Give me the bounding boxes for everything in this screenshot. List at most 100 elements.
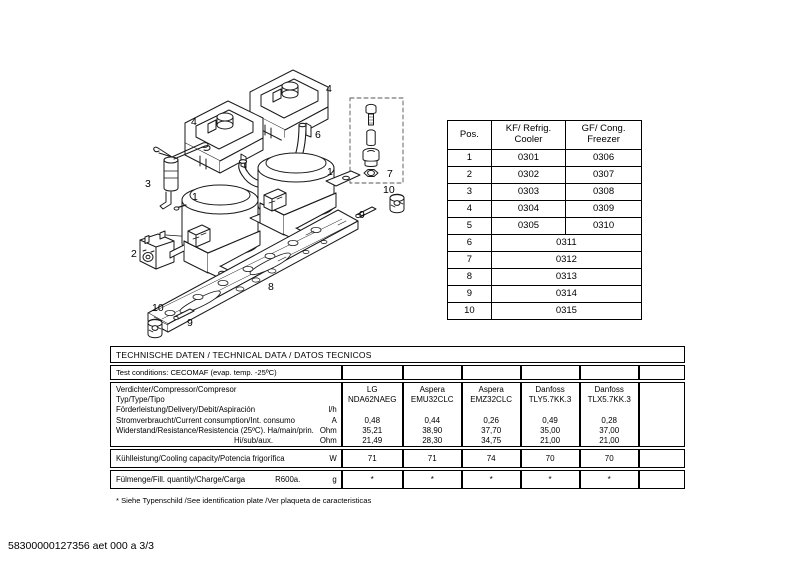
parts-gf-cell: 0307 — [565, 166, 642, 184]
callout-4-upper: 4 — [326, 83, 332, 95]
value-delivery — [522, 405, 579, 415]
spec-line-text: Verdichter/Compressor/Compresor — [116, 385, 237, 394]
spec-line-unit: l/h — [328, 405, 337, 415]
value-resistance-aux: 21,00 — [540, 436, 561, 446]
cooling-capacity-label: Kühlleistung/Cooling capacity/Potencia f… — [110, 449, 342, 469]
compressor-front — [169, 184, 285, 280]
test-conditions: Test conditions: CECOMAF (evap. temp. -2… — [110, 365, 342, 380]
compressor-cover-lower — [184, 100, 264, 174]
parts-pos-cell: 8 — [447, 268, 492, 286]
parts-merged-cell: 0315 — [490, 302, 643, 320]
callout-10-lower: 10 — [152, 302, 164, 314]
cond-blank-2 — [402, 365, 462, 380]
spec-line-unit — [331, 395, 337, 405]
fill-quantity-value: * — [461, 470, 521, 490]
spec-line-text: Typ/Type/Tipo — [116, 395, 165, 405]
spec-line-text: Förderleistung/Delivery/Debit/Aspiración — [116, 405, 256, 415]
callout-1-front: 1 — [192, 191, 198, 203]
cooling-capacity-value: 71 — [341, 449, 403, 469]
fastener-detail-group — [349, 97, 404, 184]
tech-conditions-row: Test conditions: CECOMAF (evap. temp. -2… — [110, 365, 685, 380]
fill-quantity-value: * — [579, 470, 639, 490]
compressor-column — [638, 382, 685, 448]
fill-quantity-row: Fülmenge/Fill. quantily/Charge/Carga R60… — [110, 470, 685, 490]
fill-quantity-label: Fülmenge/Fill. quantily/Charge/Carga R60… — [110, 470, 342, 490]
value-brand: Danfoss — [535, 385, 565, 394]
cond-blank-4 — [520, 365, 580, 380]
fill-quantity-value: * — [520, 470, 580, 490]
callout-9-upper: 9 — [359, 209, 365, 221]
nut-part — [363, 169, 379, 177]
cond-blank-1 — [341, 365, 403, 380]
value-type: TLY5.7KK.3 — [528, 395, 572, 405]
value-resistance-aux: 21,49 — [362, 436, 383, 446]
grommet-part — [362, 147, 380, 167]
table-header-row: Pos. KF/ Refrig. Cooler GF/ Cong. Freeze… — [447, 120, 642, 150]
parts-pos-cell: 4 — [447, 200, 492, 218]
parts-merged-cell: 0312 — [490, 251, 643, 269]
value-brand: Aspera — [478, 385, 504, 394]
parts-pos-cell: 10 — [447, 302, 492, 320]
parts-pos-cell: 1 — [447, 149, 492, 167]
value-current: 0,44 — [424, 415, 441, 425]
parts-merged-cell: 0314 — [490, 285, 643, 303]
callout-6: 6 — [315, 129, 321, 141]
value-resistance-main: 37,00 — [599, 425, 620, 435]
value-current: 0,26 — [483, 415, 499, 425]
value-delivery — [404, 405, 461, 415]
parts-kf-cell: 0304 — [490, 200, 567, 218]
value-brand: LG — [366, 385, 378, 394]
spec-line: Widerstand/Resistance/Resistencia (25ºC)… — [116, 426, 337, 436]
parts-kf-cell: 0303 — [490, 183, 567, 201]
parts-gf-cell: 0308 — [565, 183, 642, 201]
spec-line-unit: Ohm — [319, 436, 337, 446]
compressor-rear — [257, 152, 361, 242]
cooling-capacity-value: 70 — [579, 449, 639, 469]
fill-quantity-value — [638, 470, 685, 490]
cooling-capacity-value: 70 — [520, 449, 580, 469]
parts-pos-cell: 6 — [447, 234, 492, 252]
value-type: NDA62NAEG — [348, 395, 397, 405]
spec-line-unit: Ohm — [319, 425, 337, 435]
value-resistance-main: 35,21 — [362, 425, 383, 435]
callout-10-upper: 10 — [383, 184, 395, 196]
callout-4-lower: 4 — [191, 116, 197, 128]
spec-line-unit: A — [331, 415, 337, 425]
parts-reference-table: Pos. KF/ Refrig. Cooler GF/ Cong. Freeze… — [447, 120, 643, 320]
cond-blank-3 — [461, 365, 521, 380]
value-current: 0,48 — [364, 415, 381, 425]
callout-3: 3 — [145, 178, 151, 190]
cooling-label-text: Kühlleistung/Cooling capacity/Potencia f… — [116, 454, 285, 464]
spec-line: Verdichter/Compressor/Compresor — [116, 385, 337, 395]
value-delivery — [640, 405, 684, 415]
parts-kf-cell: 0302 — [490, 166, 567, 184]
fill-refrigerant: R600a. — [275, 475, 301, 485]
cond-blank-6 — [638, 365, 685, 380]
value-type: EMZ32CLC — [470, 395, 513, 405]
spec-line: Hi/sub/aux.Ohm — [116, 436, 337, 446]
header-gf-cong: GF/ Cong. Freezer — [565, 120, 642, 150]
value-current — [640, 416, 684, 426]
parts-pos-cell: 9 — [447, 285, 492, 303]
spec-line: Förderleistung/Delivery/Debit/Aspiración… — [116, 405, 337, 415]
header-gf-line2: Freezer — [587, 134, 620, 145]
parts-pos-cell: 7 — [447, 251, 492, 269]
parts-kf-cell: 0305 — [490, 217, 567, 235]
value-resistance-main: 35,00 — [540, 425, 561, 435]
parts-merged-cell: 0311 — [490, 234, 643, 252]
spec-line-text: Stromverbraucht/Current consumption/Int.… — [116, 415, 295, 425]
header-kf-line1: KF/ Refrig. — [505, 123, 552, 135]
parts-merged-cell: 0313 — [490, 268, 643, 286]
